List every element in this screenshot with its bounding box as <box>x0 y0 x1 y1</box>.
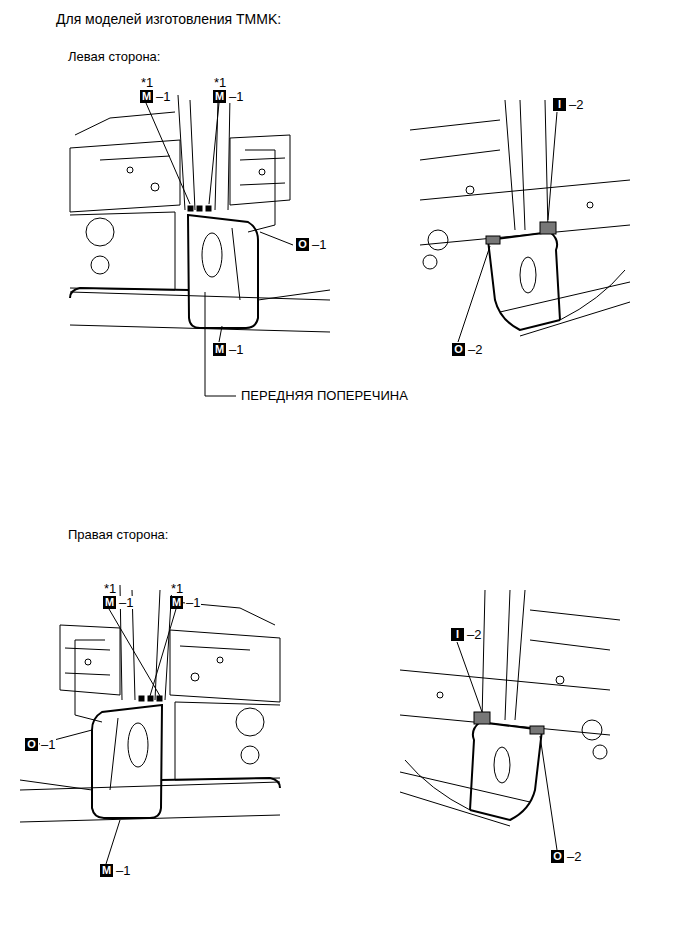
callout-number: –2 <box>466 628 482 641</box>
callout-number: –1 <box>228 343 244 356</box>
callout-number: –1 <box>185 596 201 609</box>
callout-number: –2 <box>467 343 483 356</box>
callout-number: –1 <box>155 90 171 103</box>
weld-symbol: M <box>170 596 183 609</box>
page-title: Для моделей изготовления TMMK: <box>55 12 282 26</box>
part-label: Левая сторона: <box>67 50 161 63</box>
callout-number: –1 <box>228 90 244 103</box>
callout-number: *1 <box>170 582 184 595</box>
part-label: Правая сторона: <box>67 528 169 541</box>
callout-number: –1 <box>311 238 327 251</box>
callout-number: *1 <box>103 582 117 595</box>
leader-lines <box>39 103 557 864</box>
callout-number: –1 <box>40 738 56 751</box>
weld-symbol: M <box>213 90 226 103</box>
weld-symbol: M <box>103 596 116 609</box>
callout-number: –2 <box>566 850 582 863</box>
callout-number: –1 <box>118 596 134 609</box>
callout-number: –2 <box>568 98 584 111</box>
weld-symbol: O <box>296 238 309 251</box>
weld-symbol: O <box>25 738 38 751</box>
weld-symbol: I <box>451 628 464 641</box>
callout-number: *1 <box>140 76 154 89</box>
weld-symbol: M <box>140 90 153 103</box>
part-label: ПЕРЕДНЯЯ ПОПЕРЕЧИНА <box>240 389 409 402</box>
weld-symbol: O <box>551 850 564 863</box>
weld-symbol: I <box>553 98 566 111</box>
left-front-view <box>70 95 330 332</box>
left-rear-view <box>410 100 630 336</box>
weld-symbol: M <box>100 864 113 877</box>
right-rear-view <box>400 590 620 826</box>
weld-symbol: M <box>213 343 226 356</box>
callout-number: *1 <box>213 76 227 89</box>
right-front-view <box>20 585 280 822</box>
weld-symbol: O <box>452 343 465 356</box>
callout-number: –1 <box>115 864 131 877</box>
